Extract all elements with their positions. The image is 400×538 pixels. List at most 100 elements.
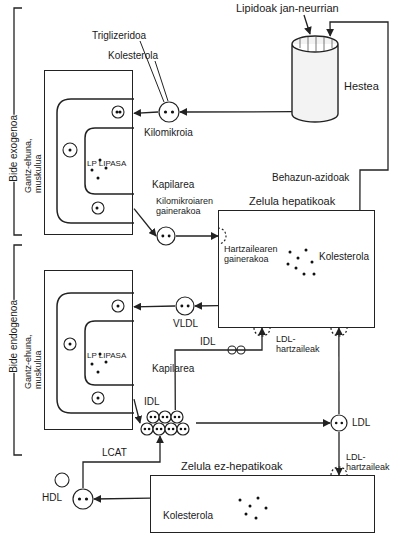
- receptor-label: LDL-hartzaileak: [276, 334, 332, 354]
- hdl-particle: HDL: [72, 488, 94, 510]
- edge-label: LCAT: [102, 447, 127, 458]
- particle-core: [150, 416, 153, 419]
- particle-core: [161, 235, 164, 238]
- capillary-wall: [57, 99, 134, 223]
- capillary-tube: LP LIPASAKapilarea: [57, 99, 134, 223]
- particle-core: [162, 416, 165, 419]
- receptor-label: Hartzailearen gainerakoa: [224, 244, 286, 264]
- particle-core: [85, 497, 88, 500]
- particle-core: [174, 416, 177, 419]
- particle-core: [180, 305, 183, 308]
- flow-arrow: [195, 305, 218, 307]
- tissue-box: Gantz-ehuna, muskuluaLP LIPASAKapilarea: [44, 70, 133, 235]
- particle-outline: [165, 423, 177, 435]
- enzyme-label: LP LIPASA: [87, 351, 126, 360]
- particle-core: [168, 235, 171, 238]
- particle-label: Kilomikroia: [144, 127, 193, 138]
- particle-core: [171, 110, 174, 113]
- particle-label: LDL: [352, 417, 370, 428]
- vldl-particle: VLDL: [175, 296, 195, 316]
- vessel-label: Kapilarea: [152, 179, 194, 190]
- cylinder-outline: [292, 36, 338, 122]
- capillary-tube: LP LIPASAKapilarea: [57, 293, 134, 413]
- vessel-label: Kapilarea: [152, 363, 194, 374]
- cylinder-hatch: [300, 37, 332, 52]
- receptor-cup: [218, 228, 347, 475]
- cell-box: Zelula ez-hepatikoakKolesterola: [150, 475, 375, 533]
- flow-arrow: [94, 498, 150, 500]
- flow-arrow: [175, 328, 262, 410]
- particle-core: [335, 422, 338, 425]
- flow-arrow: [134, 112, 158, 113]
- flow-arrow: [134, 209, 156, 236]
- intestine-cylinder: Hestea: [292, 36, 338, 122]
- particle-outline: [73, 489, 93, 509]
- tissue-label: Gantz-ehuna, muskulua: [23, 317, 43, 389]
- particle-core: [78, 497, 81, 500]
- receptor-label: LDL-hartzaileak: [346, 452, 398, 472]
- cell-box: Zelula hepatikoakKolesterola: [218, 210, 375, 328]
- particle-outline: [176, 297, 194, 315]
- particle-core: [184, 428, 187, 431]
- input-arrow: [304, 15, 310, 34]
- edge-label: IDL: [200, 336, 216, 347]
- particle-core: [166, 416, 169, 419]
- flow-arrow: [338, 328, 339, 414]
- ldl-particle-outline: [330, 414, 348, 432]
- particle-core: [164, 110, 167, 113]
- chylomicron-particle-outline: [158, 101, 180, 123]
- particle-outline: [171, 411, 183, 423]
- flow-arrow: [196, 422, 330, 423]
- particle-outline: [331, 415, 347, 431]
- intestine-cylinder-outline: [292, 36, 338, 122]
- remnant-particle: Kilomikroiaren gainerakoa: [156, 226, 176, 246]
- flow-arrow: [134, 399, 140, 423]
- idl-cluster: IDL: [140, 410, 196, 436]
- particle-label: HDL: [42, 492, 62, 503]
- component-label: Kolesterola: [108, 50, 158, 61]
- tissue-label: Gantz-ehuna, muskulua: [23, 121, 43, 193]
- pathway-label: Bide exogenoa: [8, 115, 20, 182]
- hdl-particle-outline: [72, 488, 94, 510]
- enzyme-label: LP LIPASA: [87, 159, 126, 168]
- pathway-bracket: [14, 8, 22, 455]
- particle-core: [178, 416, 181, 419]
- capillary-wall: [57, 293, 134, 413]
- particle-outline: [159, 411, 171, 423]
- particle-label: IDL: [144, 396, 160, 407]
- particle-core: [148, 428, 151, 431]
- flow-arrow: [83, 436, 160, 488]
- particle-outline: [157, 227, 175, 245]
- ldl-particle: LDL: [330, 414, 348, 432]
- particle-core: [144, 428, 147, 431]
- particle-outline: [147, 411, 159, 423]
- chylomicron-particle: Kilomikroia: [158, 101, 180, 123]
- particle-label: VLDL: [173, 318, 198, 329]
- tissue-box: Gantz-ehuna, muskuluaLP LIPASAKapilarea: [44, 270, 133, 430]
- vldl-particle-outline: [175, 296, 195, 316]
- particle-core: [172, 428, 175, 431]
- idl-cluster-outline: [140, 410, 196, 436]
- particle-core: [341, 422, 344, 425]
- particle-core: [168, 428, 171, 431]
- particle-core: [154, 416, 157, 419]
- particle-label: Kilomikroiaren gainerakoa: [156, 196, 226, 216]
- flow-arrow: [176, 235, 218, 236]
- flow-arrow: [338, 432, 339, 475]
- particle-core: [160, 428, 163, 431]
- particle-outline: [159, 102, 179, 122]
- particle-outline: [153, 423, 165, 435]
- molecule-label: Kolesterola: [319, 251, 369, 262]
- remnant-particle-outline: [156, 226, 176, 246]
- edge-label: Behazun-azidoak: [272, 172, 349, 183]
- input-label: Lipidoak jan-neurrian: [236, 2, 339, 14]
- cell-title: Zelula ez-hepatikoak: [181, 460, 283, 472]
- particle-outline: [177, 423, 189, 435]
- organ-label: Hestea: [344, 80, 379, 92]
- flow-arrow: [180, 111, 292, 113]
- flow-arrow: [134, 305, 175, 307]
- particle-core: [156, 428, 159, 431]
